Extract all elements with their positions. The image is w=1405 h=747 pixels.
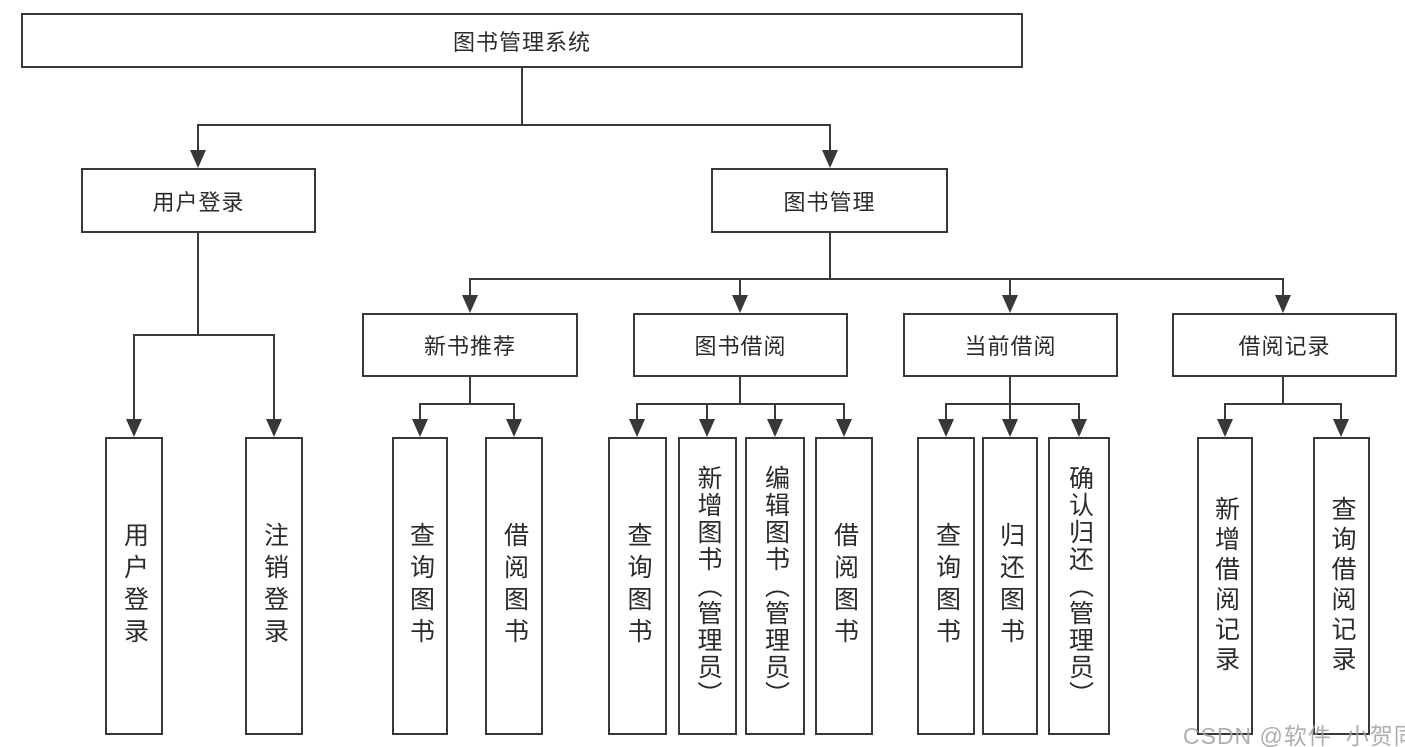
arrowhead-icon: [836, 419, 852, 437]
leaf-label: 编辑图书（管理员）: [761, 464, 790, 708]
arrowhead-icon: [412, 419, 428, 437]
connector-line: [1224, 403, 1226, 421]
node-label: 图书管理系统: [452, 29, 591, 55]
node-borrow-records: 借阅记录: [1172, 313, 1397, 377]
connector-line: [739, 278, 741, 297]
connector-line: [469, 278, 471, 297]
connector-line: [513, 403, 515, 421]
connector-line: [1282, 278, 1284, 297]
connector-line: [829, 231, 831, 280]
connector-line: [1009, 375, 1011, 405]
leaf-logout: 注销登录: [245, 437, 303, 735]
leaf-confirm-return-admin: 确认归还（管理员）: [1048, 437, 1110, 735]
arrowhead-icon: [1333, 419, 1349, 437]
leaf-edit-book-admin: 编辑图书（管理员）: [745, 437, 805, 735]
connector-line: [636, 403, 844, 405]
arrowhead-icon: [629, 419, 645, 437]
arrowhead-icon: [732, 295, 748, 313]
arrowhead-icon: [1002, 295, 1018, 313]
node-user-login-module: 用户登录: [81, 168, 316, 233]
connector-line: [1078, 403, 1080, 421]
leaf-label: 注销登录: [260, 522, 289, 650]
leaf-label: 借阅图书: [830, 522, 859, 650]
node-label: 用户登录: [152, 189, 245, 215]
leaf-label: 查询借阅记录: [1328, 496, 1356, 676]
connector-line: [739, 375, 741, 405]
arrowhead-icon: [462, 295, 478, 313]
arrowhead-icon: [126, 419, 142, 437]
connector-line: [133, 334, 275, 336]
connector-line: [1340, 403, 1342, 421]
leaf-borrow-book: 借阅图书: [815, 437, 873, 735]
leaf-label: 借阅图书: [500, 522, 529, 650]
node-label: 图书管理: [783, 189, 876, 215]
arrowhead-icon: [1002, 419, 1018, 437]
node-new-book-recommend: 新书推荐: [362, 313, 578, 377]
arrowhead-icon: [1275, 295, 1291, 313]
arrowhead-icon: [699, 419, 715, 437]
connector-line: [197, 231, 199, 336]
node-label: 当前借阅: [964, 334, 1057, 359]
connector-line: [419, 403, 421, 421]
leaf-label: 归还图书: [996, 522, 1025, 650]
arrowhead-icon: [190, 150, 206, 168]
leaf-label: 新增借阅记录: [1211, 496, 1240, 676]
connector-line: [1282, 375, 1284, 405]
connector-line: [1224, 403, 1342, 405]
leaf-query-book-borrow: 查询图书: [608, 437, 667, 735]
connector-line: [521, 66, 523, 126]
node-book-management-module: 图书管理: [711, 168, 948, 233]
leaf-query-book-recommend: 查询图书: [392, 437, 448, 735]
leaf-borrow-book-recommend: 借阅图书: [485, 437, 543, 735]
arrowhead-icon: [506, 419, 522, 437]
leaf-add-book-admin: 新增图书（管理员）: [678, 437, 737, 735]
leaf-add-borrow-record: 新增借阅记录: [1197, 437, 1253, 735]
leaf-label: 用户登录: [120, 522, 149, 650]
connector-line: [829, 124, 831, 152]
node-book-borrow: 图书借阅: [633, 313, 848, 377]
connector-line: [636, 403, 638, 421]
leaf-label: 确认归还（管理员）: [1065, 464, 1094, 708]
arrowhead-icon: [1071, 419, 1087, 437]
leaf-label: 查询图书: [624, 522, 652, 650]
connector-line: [419, 403, 515, 405]
arrowhead-icon: [822, 150, 838, 168]
leaf-label: 查询图书: [932, 522, 961, 650]
leaf-query-borrow-record: 查询借阅记录: [1313, 437, 1370, 735]
arrowhead-icon: [938, 419, 954, 437]
arrowhead-icon: [767, 419, 783, 437]
node-label: 借阅记录: [1238, 334, 1331, 359]
node-label: 新书推荐: [423, 334, 516, 359]
connector-line: [945, 403, 1079, 405]
connector-line: [273, 334, 275, 421]
connector-line: [843, 403, 845, 421]
leaf-return-book: 归还图书: [982, 437, 1038, 735]
connector-line: [133, 334, 135, 421]
connector-line: [1009, 278, 1011, 297]
node-root-library-system: 图书管理系统: [21, 13, 1023, 68]
connector-line: [774, 403, 776, 421]
leaf-label: 新增图书（管理员）: [694, 464, 722, 708]
node-label: 图书借阅: [694, 334, 787, 359]
connector-line: [197, 124, 199, 152]
leaf-query-book-current: 查询图书: [917, 437, 975, 735]
leaf-user-login: 用户登录: [105, 437, 163, 735]
connector-line: [1009, 403, 1011, 421]
connector-line: [945, 403, 947, 421]
arrowhead-icon: [1217, 419, 1233, 437]
csdn-watermark: CSDN @软件_小贺同学: [1183, 723, 1405, 747]
connector-line: [197, 124, 831, 126]
arrowhead-icon: [266, 419, 282, 437]
node-current-borrow: 当前借阅: [903, 313, 1118, 377]
connector-line: [706, 403, 708, 421]
connector-line: [469, 375, 471, 405]
connector-line: [469, 278, 1283, 280]
leaf-label: 查询图书: [406, 522, 435, 650]
